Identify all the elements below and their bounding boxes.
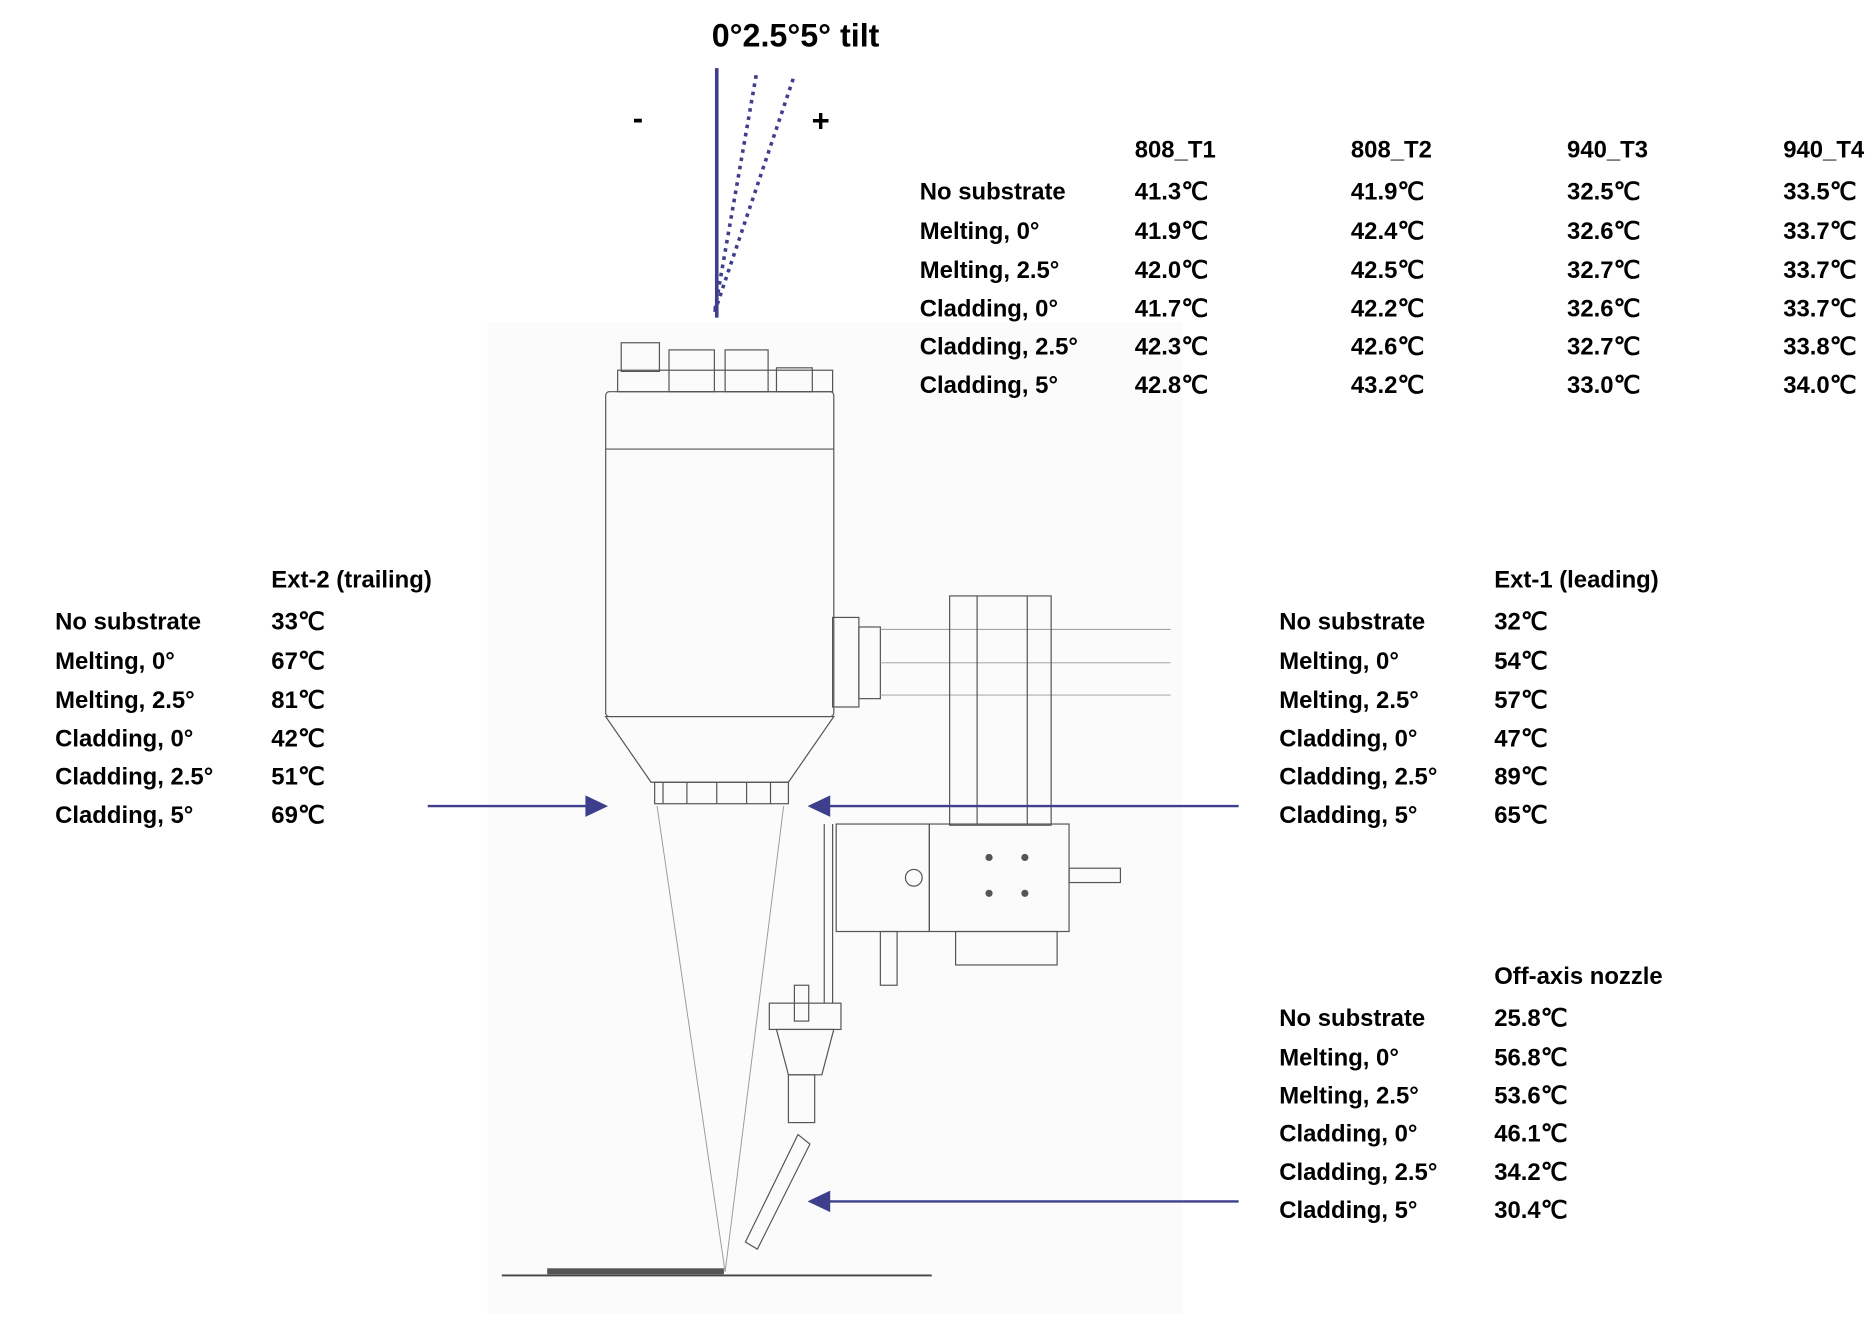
diode-table-cell: 42.0℃	[1135, 257, 1208, 284]
ext1-value: 65℃	[1494, 802, 1547, 829]
ext1-value: 89℃	[1494, 764, 1547, 791]
ext1-value: 57℃	[1494, 687, 1547, 714]
ext2-value: 51℃	[271, 764, 324, 791]
offaxis-row-label: Melting, 2.5°	[1279, 1082, 1419, 1109]
ext2-value: 33℃	[271, 608, 324, 635]
diode-table-cell: 41.9℃	[1135, 218, 1208, 245]
diode-table-cell: 34.0℃	[1783, 372, 1856, 399]
ext1-row-label: No substrate	[1279, 608, 1425, 635]
tilt-plus-label: +	[812, 103, 830, 138]
offaxis-row-label: Cladding, 0°	[1279, 1121, 1417, 1148]
ext2-row-label: Cladding, 0°	[55, 725, 193, 752]
ext2-arrow	[427, 795, 609, 817]
diode-table-cell: 41.9℃	[1351, 178, 1424, 205]
offaxis-value: 34.2℃	[1494, 1159, 1567, 1186]
ext2-value: 42℃	[271, 725, 324, 752]
ext2-row-label: Melting, 2.5°	[55, 687, 195, 714]
ext1-value: 54℃	[1494, 648, 1547, 675]
diode-table-row-label: Melting, 0°	[920, 218, 1040, 245]
diode-table-cell: 41.3℃	[1135, 178, 1208, 205]
diode-table-cell: 32.7℃	[1567, 334, 1640, 361]
diode-table-header: 940_T3	[1567, 137, 1648, 164]
diode-table-cell: 42.5℃	[1351, 257, 1424, 284]
ext2-header: Ext-2 (trailing)	[271, 567, 432, 594]
temperature-tables: 808_T1 808_T2 940_T3 940_T4 No substrate 41.3…	[55, 137, 1865, 1224]
diode-table-cell: 33.0℃	[1567, 372, 1640, 399]
ext2-value: 81℃	[271, 687, 324, 714]
ext1-value: 32℃	[1494, 608, 1547, 635]
diode-table-header: 808_T2	[1351, 137, 1432, 164]
offaxis-row-label: Cladding, 5°	[1279, 1197, 1417, 1224]
diode-table-cell: 41.7℃	[1135, 295, 1208, 322]
offaxis-header: Off-axis nozzle	[1494, 963, 1662, 990]
ext1-row-label: Melting, 2.5°	[1279, 687, 1419, 714]
diode-table-cell: 32.5℃	[1567, 178, 1640, 205]
laser-head-drawing	[487, 322, 1183, 1314]
diode-table-header: 808_T1	[1135, 137, 1216, 164]
diode-table-row-label: No substrate	[920, 178, 1066, 205]
ext1-row-label: Cladding, 0°	[1279, 725, 1417, 752]
diode-table-cell: 42.2℃	[1351, 295, 1424, 322]
ext1-row-label: Cladding, 2.5°	[1279, 764, 1437, 791]
diode-table-cell: 33.7℃	[1783, 295, 1856, 322]
offaxis-arrow	[807, 1190, 1239, 1213]
tilt-title: 0°2.5°5° tilt	[712, 18, 880, 54]
diode-table-cell: 42.8℃	[1135, 372, 1208, 399]
offaxis-value: 56.8℃	[1494, 1044, 1567, 1071]
tilt-minus-label: -	[633, 101, 643, 136]
diode-table-header: 940_T4	[1783, 137, 1865, 164]
ext2-row-label: Cladding, 2.5°	[55, 764, 213, 791]
ext2-value: 69℃	[271, 802, 324, 829]
diode-table-cell: 32.6℃	[1567, 218, 1640, 245]
tilt-2-5-line	[712, 74, 758, 314]
diode-table-cell: 33.7℃	[1783, 218, 1856, 245]
diode-table-row-label: Cladding, 5°	[920, 372, 1058, 399]
offaxis-row-label: No substrate	[1279, 1005, 1425, 1032]
offaxis-value: 25.8℃	[1494, 1005, 1567, 1032]
ext1-row-label: Melting, 0°	[1279, 648, 1399, 675]
diode-table-cell: 43.2℃	[1351, 372, 1424, 399]
ext2-value: 67℃	[271, 648, 324, 675]
diode-table-row-label: Cladding, 0°	[920, 295, 1058, 322]
ext1-header: Ext-1 (leading)	[1494, 567, 1659, 594]
diode-table-row-label: Cladding, 2.5°	[920, 334, 1078, 361]
diode-table-cell: 42.6℃	[1351, 334, 1424, 361]
ext1-value: 47℃	[1494, 725, 1547, 752]
diode-table-cell: 33.5℃	[1783, 178, 1856, 205]
offaxis-row-label: Melting, 0°	[1279, 1044, 1399, 1071]
diode-table-cell: 42.4℃	[1351, 218, 1424, 245]
ext2-row-label: Cladding, 5°	[55, 802, 193, 829]
ext2-row-label: Melting, 0°	[55, 648, 175, 675]
diode-table-cell: 42.3℃	[1135, 334, 1208, 361]
ext2-row-label: No substrate	[55, 608, 201, 635]
diode-table-cell: 32.7℃	[1567, 257, 1640, 284]
offaxis-value: 53.6℃	[1494, 1082, 1567, 1109]
offaxis-value: 46.1℃	[1494, 1121, 1567, 1148]
offaxis-row-label: Cladding, 2.5°	[1279, 1159, 1437, 1186]
diode-table-row-label: Melting, 2.5°	[920, 257, 1060, 284]
diode-table-cell: 33.7℃	[1783, 257, 1856, 284]
tilt-5-line	[712, 78, 795, 314]
ext1-row-label: Cladding, 5°	[1279, 802, 1417, 829]
diode-table-cell: 32.6℃	[1567, 295, 1640, 322]
ext1-arrow	[807, 795, 1239, 817]
offaxis-value: 30.4℃	[1494, 1197, 1567, 1224]
diode-table-cell: 33.8℃	[1783, 334, 1856, 361]
